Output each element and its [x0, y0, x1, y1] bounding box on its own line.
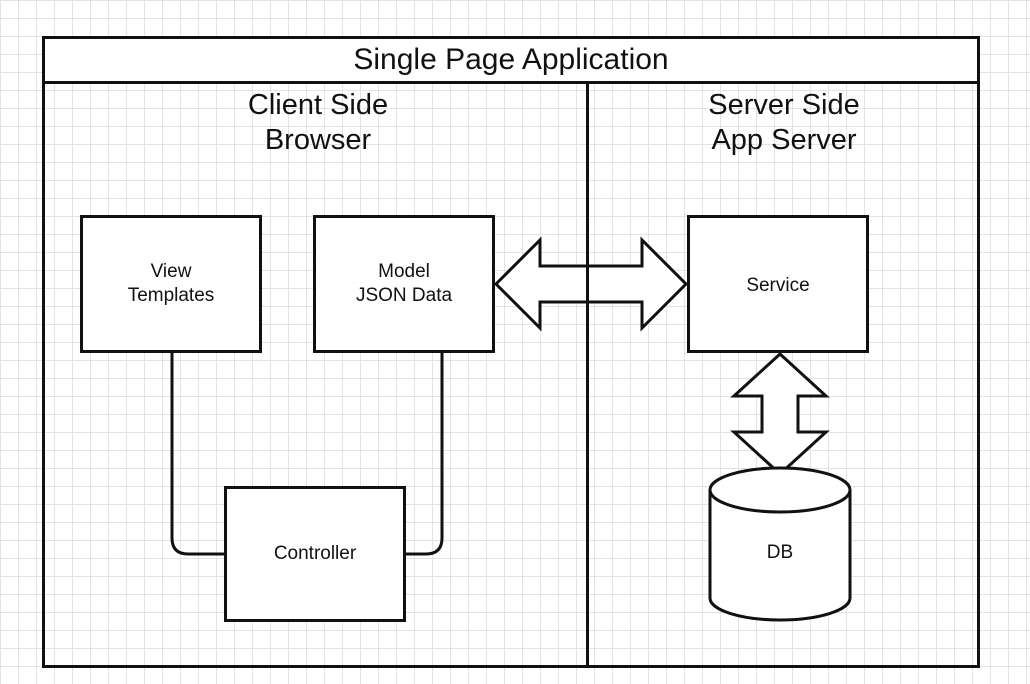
diagram-title: Single Page Application — [42, 36, 980, 84]
model-line2: JSON Data — [355, 285, 453, 306]
view-templates-line1: View — [150, 261, 192, 282]
service-label: Service — [746, 275, 810, 296]
service-db-double-arrow — [730, 351, 830, 477]
model-json-box: Model JSON Data — [313, 215, 495, 353]
service-box: Service — [687, 215, 869, 353]
model-service-double-arrow — [493, 236, 689, 332]
client-heading: Client Side Browser — [190, 88, 446, 158]
controller-label: Controller — [273, 543, 357, 564]
diagram-title-text: Single Page Application — [353, 43, 669, 76]
client-heading-line2: Browser — [264, 124, 372, 156]
server-heading-line1: Server Side — [708, 89, 860, 121]
view-templates-box: View Templates — [80, 215, 262, 353]
server-heading-line2: App Server — [711, 124, 857, 156]
db-cylinder — [708, 466, 852, 622]
section-divider — [586, 82, 589, 668]
client-heading-line1: Client Side — [247, 89, 389, 121]
model-line1: Model — [378, 261, 430, 282]
view-templates-line2: Templates — [127, 285, 215, 306]
model-controller-connector — [405, 352, 444, 556]
controller-box: Controller — [224, 486, 406, 622]
server-heading: Server Side App Server — [656, 88, 912, 158]
db-label: DB — [766, 542, 794, 563]
view-controller-connector — [170, 352, 225, 556]
